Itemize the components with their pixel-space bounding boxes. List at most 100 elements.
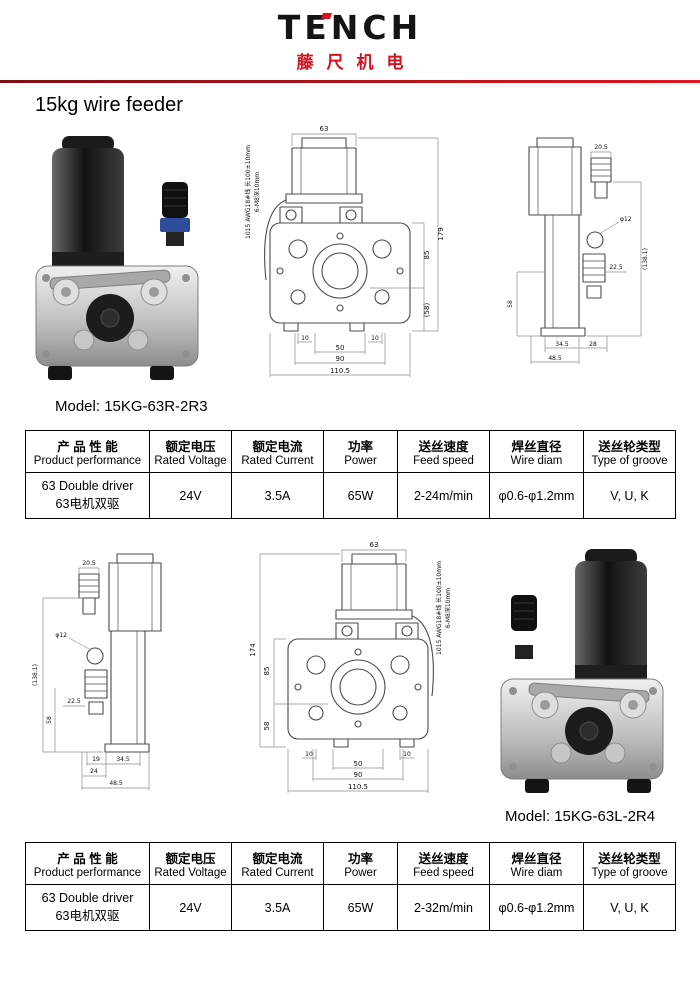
product-name-en: 63 Double driver xyxy=(41,891,134,905)
header-en: Rated Current xyxy=(241,455,314,467)
dim-110-5: 110.5 xyxy=(348,783,368,791)
drawing-front-view-right: 63 179 85 (58) 10 10 50 90 xyxy=(244,125,445,377)
header-en: Product performance xyxy=(33,455,142,467)
dim-22-5: 22.5 xyxy=(67,698,81,705)
header-zh: 送丝轮类型 xyxy=(598,852,661,866)
machine-outline xyxy=(264,137,411,332)
header-zh: 送丝速度 xyxy=(418,852,469,866)
header-zh: 额定电流 xyxy=(252,852,303,866)
logo-text: TENCH xyxy=(277,8,423,47)
dim-34-5: 34.5 xyxy=(555,341,569,348)
dim-48-5: 48.5 xyxy=(548,355,562,362)
product-name-en: 63 Double driver xyxy=(41,479,134,493)
header-zh: 焊丝直径 xyxy=(511,852,562,866)
header-zh: 额定电压 xyxy=(165,440,216,454)
dim-overall-height: 179 xyxy=(437,227,445,240)
dim-48-5: 48.5 xyxy=(109,780,123,787)
header-zh: 功率 xyxy=(347,440,373,454)
dim-90: 90 xyxy=(336,355,345,363)
product-photo-shapes xyxy=(500,549,664,793)
dim-58: 58 xyxy=(46,716,53,724)
machine-outline xyxy=(287,553,434,748)
dim-28: 28 xyxy=(589,341,597,348)
dimensions: 63 174 85 58 10 10 50 90 xyxy=(249,541,452,793)
header-zh: 产 品 性 能 xyxy=(57,440,118,454)
header-en: Type of groove xyxy=(591,455,668,467)
header-en: Feed speed xyxy=(413,867,474,879)
dim-mid-height: 85 xyxy=(423,251,431,260)
header-zh: 产 品 性 能 xyxy=(57,852,118,866)
note-wire: 1015 AWG18#线 长100±10mm xyxy=(435,561,443,655)
page-title: 15kg wire feeder xyxy=(35,94,183,116)
header-en: Rated Voltage xyxy=(154,867,227,879)
product-photo-left-model xyxy=(500,549,664,793)
cell-voltage: 24V xyxy=(149,472,232,519)
dim-10-left: 10 xyxy=(305,751,313,758)
dim-phi12: φ12 xyxy=(55,632,67,639)
machine-outline xyxy=(528,137,612,337)
dim-10-right: 10 xyxy=(371,335,379,342)
dimensions: 63 179 85 (58) 10 10 50 90 xyxy=(244,125,445,377)
note-bolt: 6-M8深10mm xyxy=(253,172,261,212)
cell-groove: V, U, K xyxy=(583,472,676,519)
dim-low-height: (58) xyxy=(423,303,431,318)
header-en: Wire diam xyxy=(510,455,563,467)
header-divider xyxy=(0,80,700,83)
cell-power: 65W xyxy=(323,884,398,931)
dim-mid-height: 85 xyxy=(263,667,271,676)
dim-10-left: 10 xyxy=(301,335,309,342)
dim-22-5: 22.5 xyxy=(609,264,623,271)
dimensions: 20.5 φ12 (138.1) 22.5 58 19 34.5 24 48.5 xyxy=(32,560,150,790)
dimensions: 20.5 φ12 (138.1) 22.5 58 34.5 28 48.5 xyxy=(507,144,649,364)
cell-wire-diam: φ0.6-φ1.2mm xyxy=(489,884,584,931)
model-label-top: Model: 15KG-63R-2R3 xyxy=(55,398,208,415)
page-header: TENCH 藤尺机电 xyxy=(0,8,700,73)
header-en: Rated Voltage xyxy=(154,455,227,467)
logo-subtitle: 藤尺机电 xyxy=(296,53,417,72)
cell-feed-speed: 2-24m/min xyxy=(397,472,490,519)
header-zh: 送丝轮类型 xyxy=(598,440,661,454)
header-zh: 功率 xyxy=(347,852,373,866)
product-photo-right-model xyxy=(35,136,199,380)
dim-10-right: 10 xyxy=(403,751,411,758)
dim-19: 19 xyxy=(92,756,100,763)
cell-wire-diam: φ0.6-φ1.2mm xyxy=(489,472,584,519)
dim-top-width: 63 xyxy=(320,125,329,133)
header-en: Product performance xyxy=(33,867,142,879)
note-bolt: 6-M8深10mm xyxy=(444,588,452,628)
product-name-zh: 63电机双驱 xyxy=(55,909,120,923)
header-zh: 额定电压 xyxy=(165,852,216,866)
dim-overall-height: 174 xyxy=(249,643,257,657)
machine-outline xyxy=(78,553,162,753)
dim-110-5: 110.5 xyxy=(330,367,350,375)
product-photo-shapes xyxy=(35,136,199,380)
header-en: Feed speed xyxy=(413,455,474,467)
cell-groove: V, U, K xyxy=(583,884,676,931)
drawing-front-view-left: 63 174 85 58 10 10 50 90 xyxy=(249,541,452,793)
dim-34-5: 34.5 xyxy=(116,756,130,763)
cell-voltage: 24V xyxy=(149,884,232,931)
model-label-bottom: Model: 15KG-63L-2R4 xyxy=(505,808,656,825)
cell-current: 3.5A xyxy=(231,884,324,931)
cell-product: 63 Double driver 63电机双驱 xyxy=(25,884,150,931)
dim-90: 90 xyxy=(354,771,363,779)
dim-phi12: φ12 xyxy=(620,216,632,223)
dim-20-5: 20.5 xyxy=(594,144,608,151)
dim-50: 50 xyxy=(354,760,363,768)
dim-top-width: 63 xyxy=(370,541,379,549)
